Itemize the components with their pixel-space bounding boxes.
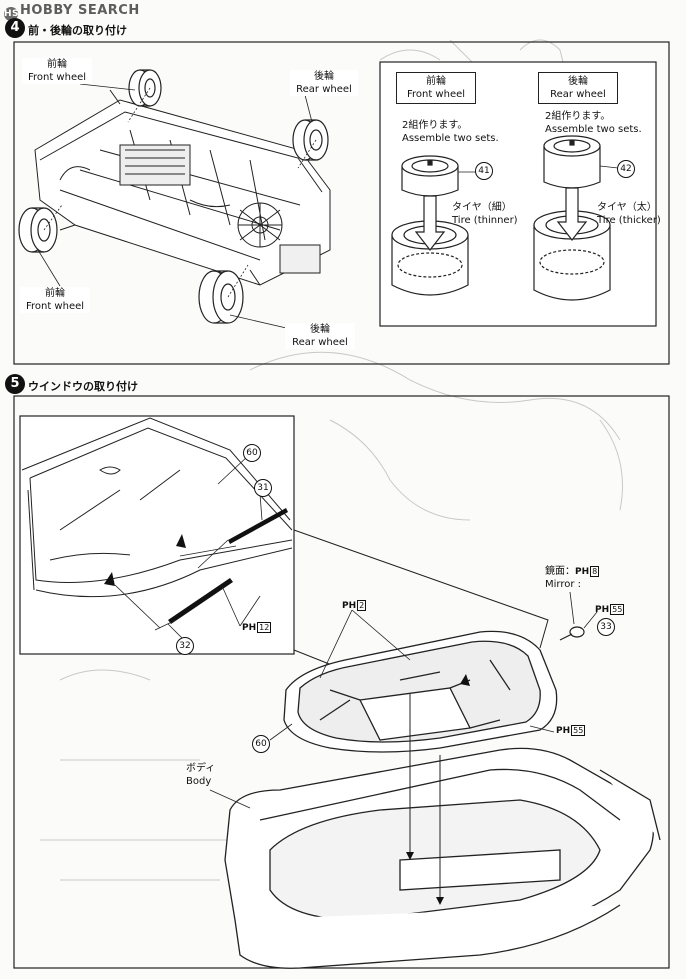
label-leaders <box>37 83 313 331</box>
part-31-callout: 31 <box>254 479 272 497</box>
part-60-callout-glass: 60 <box>252 735 270 753</box>
rear-assemble-note: 2組作ります。 Assemble two sets. <box>545 111 642 135</box>
part-41-callout: 41 <box>475 162 493 180</box>
detail-front-wheel-header: 前輪 Front wheel <box>396 72 476 104</box>
part-32-callout: 32 <box>176 637 194 655</box>
step5-number: 5 <box>5 374 25 394</box>
mirror-drawing <box>559 626 585 641</box>
part-60-callout-inset: 60 <box>243 444 261 462</box>
watermark-logo-icon: HS <box>4 7 20 21</box>
body-label: ボディ Body <box>186 763 216 787</box>
chassis-drawing <box>34 89 331 286</box>
rear-tire-label: タイヤ（太） Tire (thicker) <box>597 202 661 226</box>
detail-rear-wheel-header: 後輪 Rear wheel <box>538 72 618 104</box>
watermark: HSHOBBY SEARCH <box>4 3 140 21</box>
rear-wheel-detail-drawing <box>533 135 611 301</box>
wiper-arms <box>114 539 237 631</box>
step4-number: 4 <box>5 18 25 38</box>
label-front-wheel-top: 前輪 Front wheel <box>22 58 92 84</box>
detail-leaders <box>458 165 619 173</box>
wiper-blades <box>104 508 288 624</box>
rear-wheel-arrow <box>556 187 588 241</box>
car-body-drawing <box>224 747 661 969</box>
step5-title: ウインドウの取り付け <box>28 380 138 393</box>
background-ghost-print <box>40 39 623 881</box>
label-rear-wheel-top: 後輪 Rear wheel <box>290 70 358 96</box>
part-42-callout: 42 <box>617 160 635 178</box>
step4-title: 前・後輪の取り付け <box>28 24 127 37</box>
wheel-guide-lines <box>43 87 317 298</box>
label-rear-wheel-bottom: 後輪 Rear wheel <box>285 323 355 349</box>
part-33-callout: 33 <box>597 618 615 636</box>
step5-frame <box>13 395 670 969</box>
body-placement-lines <box>409 694 441 900</box>
window-glass-drawing <box>283 630 558 753</box>
label-front-wheel-bottom: 前輪 Front wheel <box>20 287 90 313</box>
step5-leaders <box>209 591 598 809</box>
step4-frame <box>13 41 670 365</box>
front-tire-label: タイヤ（細） Tire (thinner) <box>452 202 518 226</box>
placement-arrowheads <box>406 674 470 905</box>
front-assemble-note: 2組作ります。 Assemble two sets. <box>402 120 499 144</box>
front-wheel-detail-drawing <box>391 155 469 296</box>
front-wheel-arrow <box>414 195 446 251</box>
